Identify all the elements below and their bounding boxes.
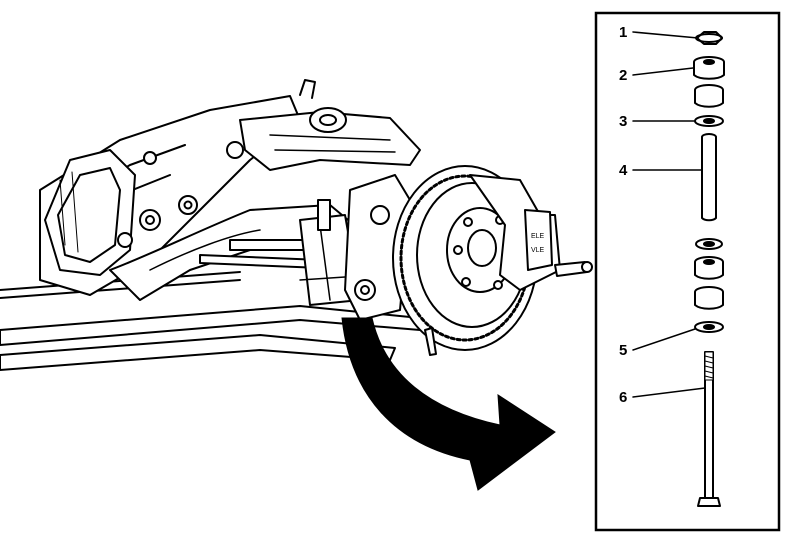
direction-arrow xyxy=(341,317,556,491)
callout-4: 4 xyxy=(619,162,628,179)
suspension-assembly-illustration: ELE VLE xyxy=(0,79,593,371)
washer-upper-part xyxy=(694,115,724,127)
bolt-part xyxy=(697,351,721,507)
frame-bolt xyxy=(143,151,157,165)
lower-bushing-lower-part xyxy=(694,286,724,310)
washer-middle-part xyxy=(695,238,723,250)
brake-rotor xyxy=(392,165,538,351)
svg-text:VLE: VLE xyxy=(531,247,545,254)
exploded-view-panel: 1 2 3 4 5 6 xyxy=(594,11,781,532)
callout-1: 1 xyxy=(619,24,627,41)
washer-lower-part xyxy=(694,321,724,333)
upper-bushing-part xyxy=(693,56,725,80)
leader-lines xyxy=(632,31,706,398)
callout-3: 3 xyxy=(619,113,627,130)
callout-6: 6 xyxy=(619,389,627,406)
frame-bolt xyxy=(117,232,133,248)
lower-bushing-part xyxy=(694,84,724,108)
spacer-sleeve-part xyxy=(701,133,717,222)
callout-2: 2 xyxy=(619,67,627,84)
exploded-view-frame xyxy=(594,11,781,532)
upper-bushing-lower-part xyxy=(694,256,724,280)
rotor-stamp: ELE xyxy=(531,233,545,240)
callout-5: 5 xyxy=(619,342,627,359)
frame-bolt xyxy=(226,141,244,159)
